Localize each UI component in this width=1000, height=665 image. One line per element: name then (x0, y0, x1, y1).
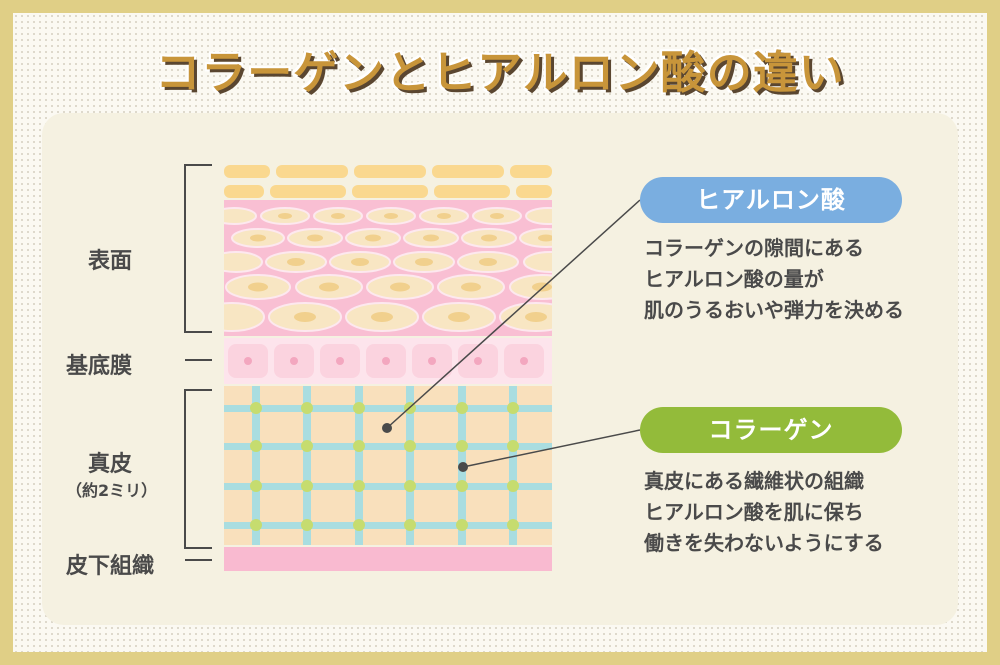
collagen-badge: コラーゲン (640, 407, 902, 453)
collagen-line-3: 働きを失わないようにする (644, 531, 884, 555)
stratum-corneum-layer (224, 165, 552, 198)
collagen-marker (458, 462, 468, 472)
hyaluronic-line-1: コラーゲンの隙間にある (644, 236, 864, 260)
leader-lines (386, 199, 641, 468)
hyaluronic-acid-description: コラーゲンの隙間にある ヒアルロン酸の量が 肌のうるおいや弾力を決める (644, 233, 904, 326)
label-subcutaneous: 皮下組織 (66, 554, 155, 579)
label-basement-membrane: 基底膜 (66, 354, 133, 379)
basal-layer (224, 338, 552, 384)
subcutis-layer (224, 547, 552, 571)
hyaluronic-line-2: ヒアルロン酸の量が (644, 267, 824, 291)
layer-brackets (184, 164, 212, 561)
page-title: コラーゲンとヒアルロン酸の違い (155, 46, 845, 99)
collagen-description: 真皮にある繊維状の組織 ヒアルロン酸を肌に保ち 働きを失わないようにする (644, 466, 884, 559)
hyaluronic-marker (382, 423, 392, 433)
label-dermis-thickness: （約2ミリ） (66, 481, 158, 500)
epidermis-layer (224, 200, 552, 336)
label-dermis: 真皮 (88, 452, 133, 477)
dermis-layer (224, 386, 552, 545)
label-surface: 表面 (88, 249, 133, 274)
hyaluronic-line-3: 肌のうるおいや弾力を決める (644, 298, 904, 322)
hyaluronic-acid-badge: ヒアルロン酸 (640, 177, 902, 223)
collagen-line-2: ヒアルロン酸を肌に保ち (644, 500, 864, 524)
collagen-line-1: 真皮にある繊維状の組織 (644, 469, 864, 493)
